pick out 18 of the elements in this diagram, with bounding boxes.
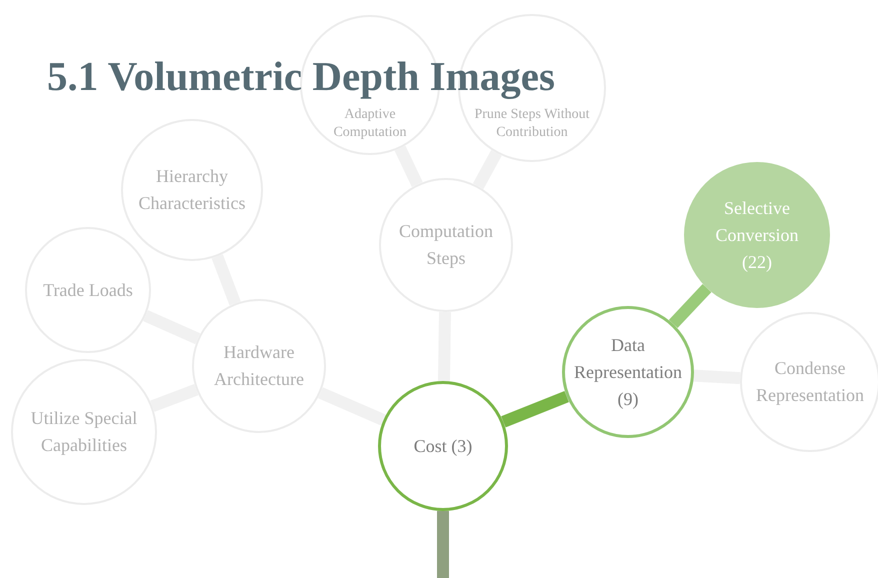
node-label: Utilize Special Capabilities (30, 407, 138, 457)
connector (437, 511, 449, 578)
connector (318, 387, 386, 426)
node-label: Trade Loads (42, 278, 134, 302)
node-label: Hierarchy Characteristics (138, 165, 246, 215)
node-label: Hardware Architecture (213, 341, 305, 391)
node-label: Condense Representation (755, 357, 865, 407)
connector (438, 312, 451, 382)
node-label: Data Representation (9) (573, 334, 683, 411)
node-label: Cost (3) (412, 434, 474, 458)
node-label: Adaptive Computation (332, 106, 408, 141)
node-label: Computation Steps (398, 220, 494, 270)
connector (501, 390, 569, 428)
connector (668, 284, 712, 328)
node-label: Selective Conversion (22) (714, 196, 800, 274)
connector (694, 370, 740, 384)
section-heading: 5.1 Volumetric Depth Images (47, 52, 555, 100)
node-label: Prune Steps Without Contribution (474, 106, 590, 141)
